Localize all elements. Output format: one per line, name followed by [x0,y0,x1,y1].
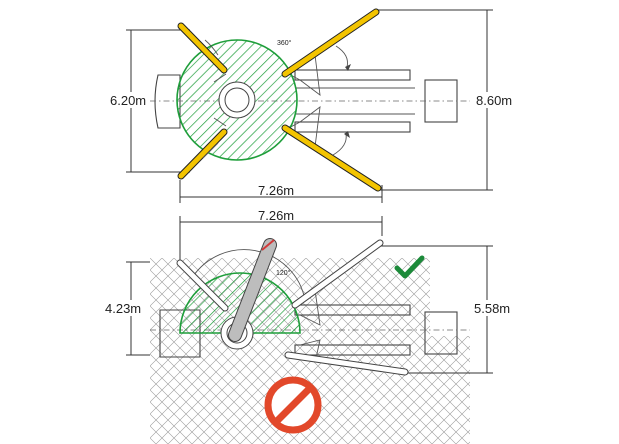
rotation-zone-top [176,39,298,161]
outriggers-side [176,239,409,376]
dimension-width-left [104,29,190,173]
rotation-label-top: 360° [277,39,292,47]
left-height-label: 4.23m [105,301,141,316]
length-label-side: 7.26m [258,208,294,223]
right-height-label: 5.58m [474,301,510,316]
check-icon [394,255,425,279]
outriggers-top [177,8,382,192]
dimension-length-top [179,180,383,203]
dimension-height-right [380,245,520,374]
dimension-spread-right [375,9,520,191]
length-label-top: 7.26m [258,183,294,198]
dimension-height-left [100,261,150,356]
boom-side [228,238,277,342]
spread-label: 8.60m [476,93,512,108]
top-view: 6.20m 8.60m 7.26m [104,8,520,203]
dimension-length-side [179,216,383,260]
rotation-label-side: 120° [276,269,291,277]
width-label: 6.20m [110,93,146,108]
prohibited-icon [264,376,322,434]
side-view: 7.26m 4.23m 5.58m [100,208,520,444]
swing-arrows-top [202,39,351,159]
